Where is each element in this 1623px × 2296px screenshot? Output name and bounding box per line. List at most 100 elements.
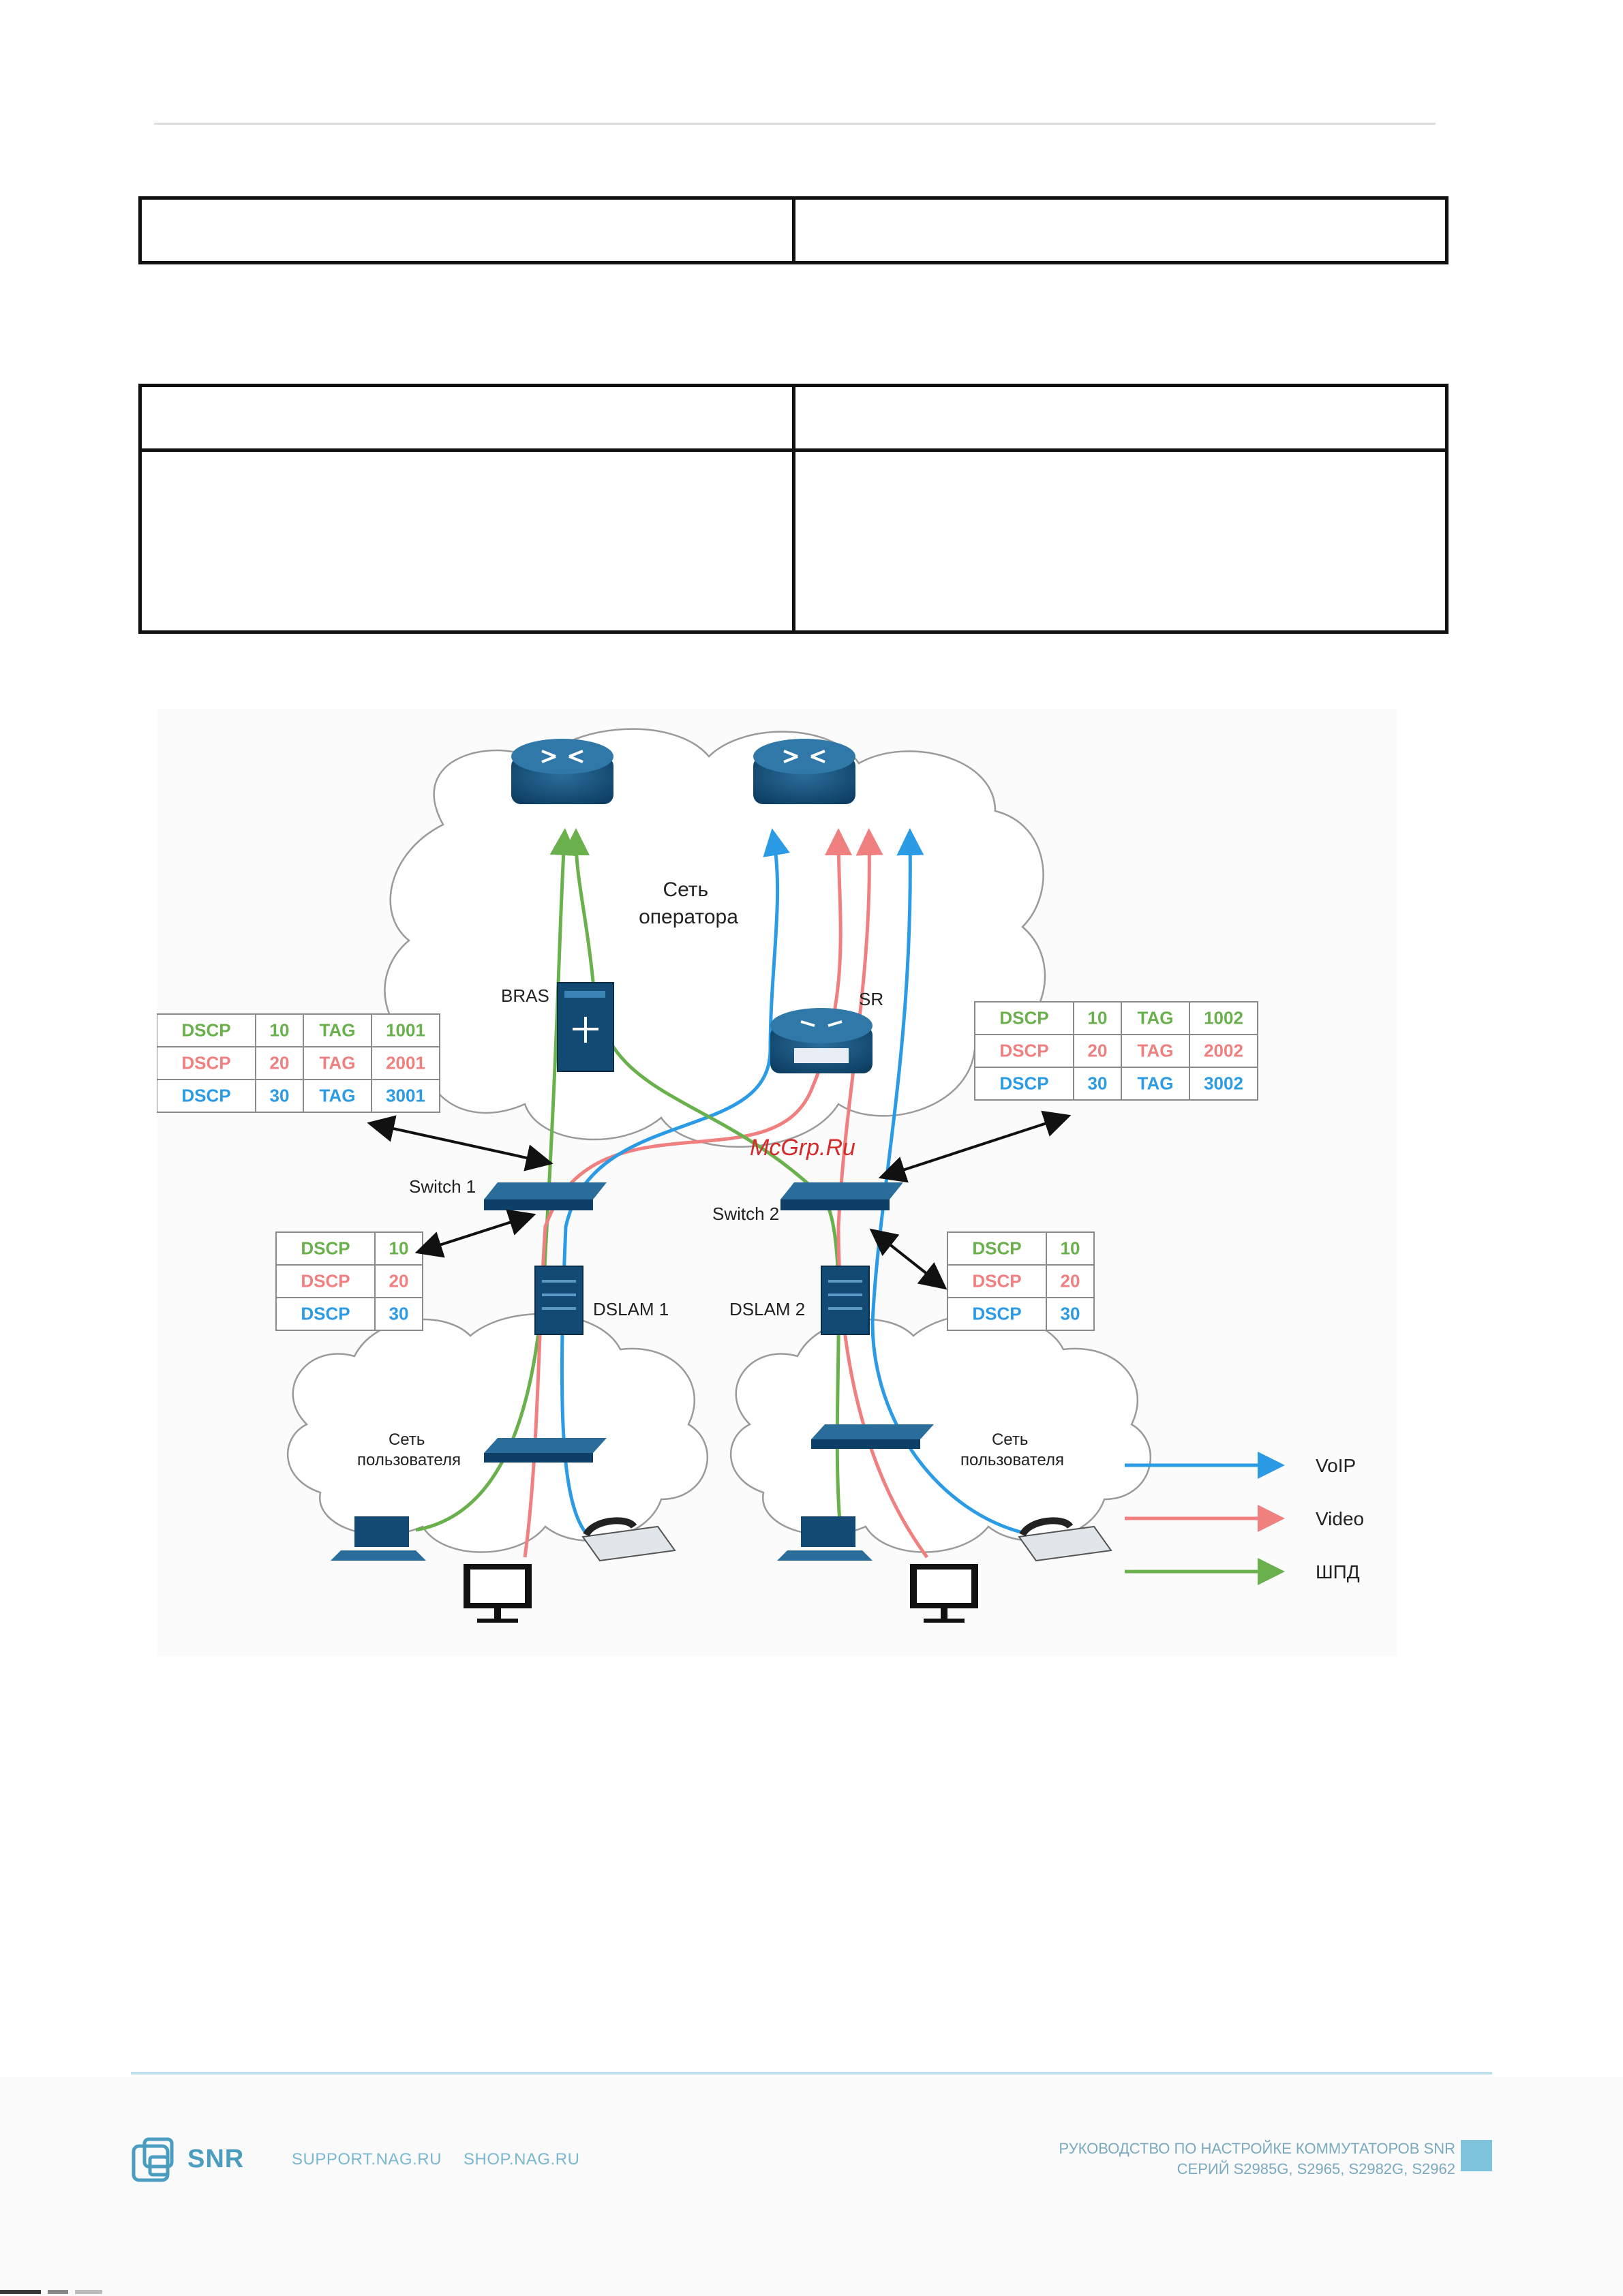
dslam-1-label: DSLAM 1 [593,1299,669,1319]
table-cell-text: 1001 [386,1020,425,1041]
table-cell-text: 30 [389,1304,409,1324]
table-cell-text: TAG [1138,1073,1174,1094]
switch-2-icon [780,1182,903,1210]
table-cell-text: TAG [320,1053,356,1073]
operator-cloud-label: Сеть оператора [639,878,738,928]
user-cloud-right-label: Сеть пользователя [960,1430,1064,1469]
user-cloud-left-label: Сеть пользователя [357,1430,461,1469]
table-cell-text: 2001 [386,1053,425,1073]
flow-shpd-right [562,828,844,1544]
legend-label: ШПД [1316,1561,1360,1582]
footer-manual-title: РУКОВОДСТВО ПО НАСТРОЙКЕ КОММУТАТОРОВ SN… [1059,2140,1455,2157]
table-cell-border [1046,1297,1095,1331]
switch-1-icon [484,1182,607,1210]
flow-voip-left [560,828,790,1535]
connector-arrows [367,1110,1072,1290]
table-cell-text: 20 [270,1053,290,1073]
table-row [138,196,1448,264]
table-2 [138,384,1448,634]
table-cell-text: TAG [320,1086,356,1106]
table-cell-text: 30 [1061,1304,1080,1324]
table-cell-text: DSCP [972,1304,1021,1324]
page-corner-mark [0,2290,102,2294]
table-frame [275,1231,423,1331]
snr-logo-text: SNR [187,2145,245,2173]
bras-label: BRAS [501,985,549,1006]
table-cell-text: 10 [1088,1008,1108,1028]
table-cell-text: 1002 [1204,1008,1243,1028]
table-cell-text: DSCP [181,1053,230,1073]
operator-cloud [384,728,1046,1148]
table-row [138,448,1448,634]
table-cell-text: DSCP [181,1020,230,1041]
traffic-flows [415,828,1027,1559]
switch-2-label: Switch 2 [712,1204,779,1224]
table-cell-text: 30 [270,1086,290,1106]
table-cell-text: DSCP [999,1073,1048,1094]
table-frame [974,1001,1258,1101]
bras-server-icon [557,982,614,1072]
flow-video-right [836,828,929,1559]
laptop-icon [777,1516,873,1561]
table-cell [138,384,795,452]
table-cell [791,448,1448,634]
table-cell-text: 10 [1061,1238,1080,1259]
header-rule [154,123,1436,125]
flow-video-left [523,828,853,1558]
footer-accent-square [1461,2140,1492,2171]
footer [0,2077,1623,2296]
network-diagram: Сеть оператора Сеть пользователя Сеть по… [156,709,1397,1656]
table-cell-text: 20 [1061,1271,1080,1291]
router-icon [511,739,613,804]
table-cell-text: TAG [1138,1041,1174,1061]
table-cell-text: DSCP [999,1008,1048,1028]
access-switch-right-icon [811,1424,934,1449]
table-cell-text: DSCP [181,1086,230,1106]
table-cell-text: DSCP [999,1041,1048,1061]
ip-phone-icon [581,1517,676,1562]
support-link[interactable]: SUPPORT.NAG.RU [292,2150,442,2169]
dslam-2-label: DSLAM 2 [729,1299,805,1319]
table-cell [138,196,795,264]
network-diagram-svg: Сеть оператора Сеть пользователя Сеть по… [156,728,1364,1623]
shop-link[interactable]: SHOP.NAG.RU [464,2150,580,2169]
user-cloud-right [729,1313,1151,1553]
table-cell-text: 3001 [386,1086,425,1106]
laptop-icon [331,1516,426,1561]
table-cell-text: DSCP [301,1238,350,1259]
snr-logo-icon [132,2137,174,2182]
table-1 [138,196,1448,264]
user-cloud-left [286,1313,708,1553]
sr-label: SR [859,989,883,1009]
table-cell-border [371,1079,440,1113]
table-cell-text: TAG [320,1020,356,1041]
sr-router-icon [770,1008,873,1073]
table-cell-border [1189,1067,1258,1101]
table-cell [791,384,1448,452]
table-cell-text: DSCP [972,1238,1021,1259]
access-switch-left-icon [484,1438,607,1463]
watermark-text: McGrp.Ru [750,1135,855,1161]
router-icon [753,739,855,804]
table-cell [138,448,795,634]
footer-manual-series: СЕРИЙ S2985G, S2965, S2982G, S2962 [1177,2160,1455,2177]
table-row [138,384,1448,452]
legend-label: Video [1316,1508,1364,1529]
table-cell-text: 10 [270,1020,290,1041]
tv-monitor-icon [910,1564,978,1623]
table-cell-text: DSCP [301,1271,350,1291]
table-cell-border [374,1297,423,1331]
table-cell-text: 20 [389,1271,409,1291]
table-cell-text: 3002 [1204,1073,1243,1094]
table-cell-text: 30 [1088,1073,1108,1094]
dslam-2-icon [821,1266,870,1335]
table-cell [791,196,1448,264]
dslam-1-icon [534,1266,583,1335]
table-cell-text: 2002 [1204,1041,1243,1061]
flow-voip-right [870,828,1027,1535]
